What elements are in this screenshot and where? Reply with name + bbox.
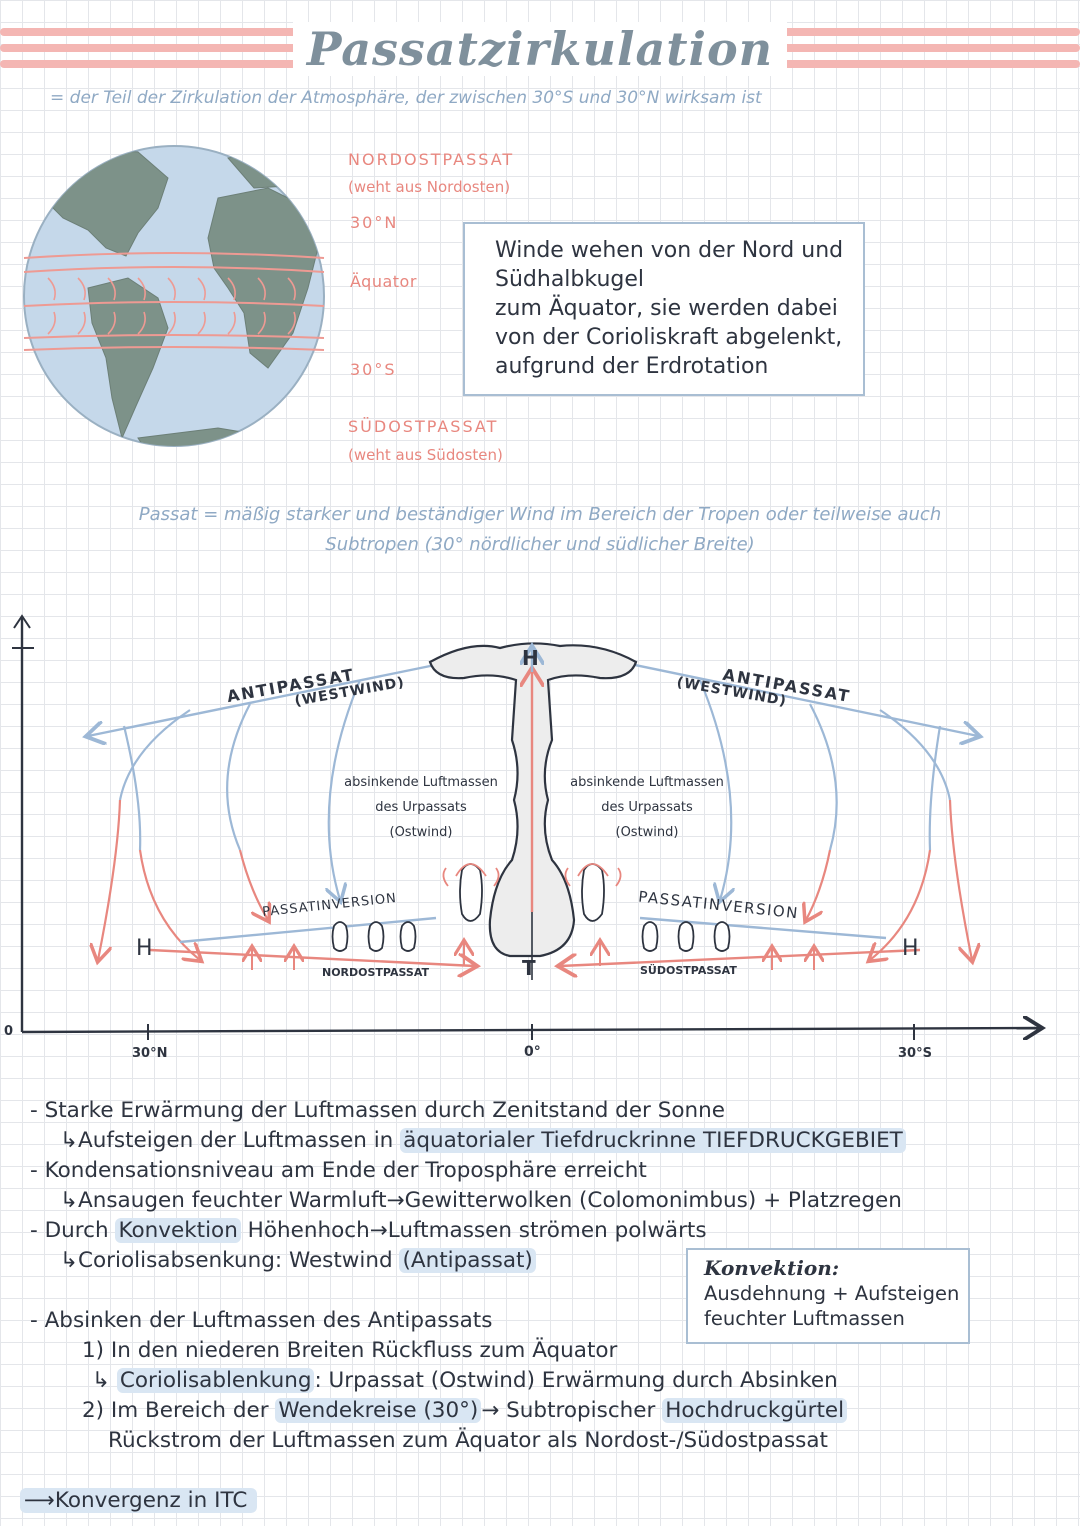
- label-h-top: H: [522, 646, 539, 670]
- highlight-konvektion: Konvektion: [115, 1218, 240, 1243]
- sinking-left-line: des Urpassats: [330, 795, 512, 820]
- diagram-origin: 0: [4, 1024, 13, 1039]
- bullet-line: - Kondensationsniveau am Ende der Tropos…: [30, 1158, 647, 1183]
- info-line: zum Äquator, sie werden dabei: [495, 294, 843, 323]
- bullet-line: ↳Aufsteigen der Luftmassen in äquatorial…: [60, 1128, 906, 1153]
- sinking-right-line: (Ostwind): [556, 820, 738, 845]
- label-t-bottom: T: [522, 956, 536, 980]
- bullet-line: Rückstrom der Luftmassen zum Äquator als…: [108, 1428, 828, 1453]
- info-line: von der Corioliskraft abgelenkt,: [495, 323, 843, 352]
- label-sinking-left: absinkende Luftmassen des Urpassats (Ost…: [330, 770, 512, 845]
- bullet-line: 1) In den niederen Breiten Rückfluss zum…: [82, 1338, 617, 1363]
- globe-illustration: [18, 138, 330, 454]
- label-30n: 30°N: [350, 213, 398, 232]
- highlight-hochdruck: Hochdruckgürtel: [662, 1398, 847, 1423]
- bullet-text: Konvergenz in ITC: [55, 1488, 248, 1513]
- sinking-left-line: (Ostwind): [330, 820, 512, 845]
- bullet-line: 2) Im Bereich der Wendekreise (30°)→ Sub…: [82, 1398, 847, 1423]
- tick-30n: 30°N: [132, 1046, 167, 1061]
- bullet-text: Höhenhoch→Luftmassen strömen polwärts: [241, 1218, 707, 1243]
- bullet-line: ↳ Coriolisablenkung: Urpassat (Ostwind) …: [92, 1368, 838, 1393]
- label-equator: Äquator: [350, 272, 417, 291]
- sinking-left-line: absinkende Luftmassen: [330, 770, 512, 795]
- konvektion-line: Ausdehnung + Aufsteigen: [704, 1281, 959, 1306]
- bullet-line: - Absinken der Luftmassen des Antipassat…: [30, 1308, 492, 1333]
- bullet-text: - Durch: [30, 1218, 115, 1243]
- label-h-right: H: [902, 936, 919, 961]
- passat-definition-line2: Subtropen (30° nördlicher und südlicher …: [40, 530, 1040, 560]
- arrow-right-icon: ⟶: [24, 1488, 55, 1513]
- info-line: Südhalbkugel: [495, 265, 843, 294]
- konvektion-line: feuchter Luftmassen: [704, 1306, 959, 1331]
- highlight-antipassat: (Antipassat): [399, 1248, 535, 1273]
- passat-definition: Passat = mäßig starker und beständiger W…: [40, 500, 1040, 560]
- tick-0: 0°: [524, 1044, 541, 1060]
- passat-definition-line1: Passat = mäßig starker und beständiger W…: [40, 500, 1040, 530]
- bullet-text: ↳Aufsteigen der Luftmassen in: [60, 1128, 400, 1153]
- bullet-text: : Urpassat (Ostwind) Erwärmung durch Abs…: [314, 1368, 837, 1393]
- label-suedostpassat: SÜDOSTPASSAT: [348, 417, 498, 436]
- highlight-wendekreise: Wendekreise (30°): [275, 1398, 481, 1423]
- bullet-line-conclusion: ⟶Konvergenz in ITC: [20, 1488, 257, 1513]
- info-box: Winde wehen von der Nord und Südhalbkuge…: [463, 222, 865, 396]
- label-nordostpassat: NORDOSTPASSAT: [348, 150, 514, 169]
- bullet-line: - Durch Konvektion Höhenhoch→Luftmassen …: [30, 1218, 707, 1243]
- bullet-line: ↳Coriolisabsenkung: Westwind (Antipassat…: [60, 1248, 536, 1273]
- highlight-coriolis: Coriolisablenkung: [117, 1368, 315, 1393]
- highlight-konvergenz: ⟶Konvergenz in ITC: [20, 1488, 257, 1513]
- page-title: Passatzirkulation: [0, 22, 1080, 76]
- tick-30s: 30°S: [898, 1046, 932, 1061]
- label-suedostpassat-diagram: SÜDOSTPASSAT: [640, 964, 737, 977]
- bullet-text: → Subtropischer: [481, 1398, 662, 1423]
- bullet-text: ↳Coriolisabsenkung: Westwind: [60, 1248, 399, 1273]
- konvektion-title: Konvektion:: [704, 1256, 959, 1281]
- label-sinking-right: absinkende Luftmassen des Urpassats (Ost…: [556, 770, 738, 845]
- label-h-left: H: [136, 936, 153, 961]
- label-nordostpassat-diagram: NORDOSTPASSAT: [322, 966, 429, 979]
- info-line: Winde wehen von der Nord und: [495, 236, 843, 265]
- definition-text: = der Teil der Zirkulation der Atmosphär…: [50, 88, 1050, 108]
- bullet-text: 2) Im Bereich der: [82, 1398, 275, 1423]
- label-30s: 30°S: [350, 360, 397, 379]
- sinking-right-line: des Urpassats: [556, 795, 738, 820]
- bullet-line: ↳Ansaugen feuchter Warmluft→Gewitterwolk…: [60, 1188, 902, 1213]
- konvektion-box: Konvektion: Ausdehnung + Aufsteigen feuc…: [686, 1248, 970, 1344]
- info-line: aufgrund der Erdrotation: [495, 352, 843, 381]
- sinking-right-line: absinkende Luftmassen: [556, 770, 738, 795]
- bullet-line: - Starke Erwärmung der Luftmassen durch …: [30, 1098, 725, 1123]
- label-nordostpassat-sub: (weht aus Nordosten): [348, 178, 510, 196]
- highlight-tiefdruck: äquatorialer Tiefdruckrinne TIEFDRUCKGEB…: [400, 1128, 906, 1153]
- label-suedostpassat-sub: (weht aus Südosten): [348, 446, 503, 464]
- circulation-diagram: [0, 600, 1080, 1070]
- bullet-text: ↳: [92, 1368, 117, 1393]
- antipassat-left-arrow: [88, 664, 440, 736]
